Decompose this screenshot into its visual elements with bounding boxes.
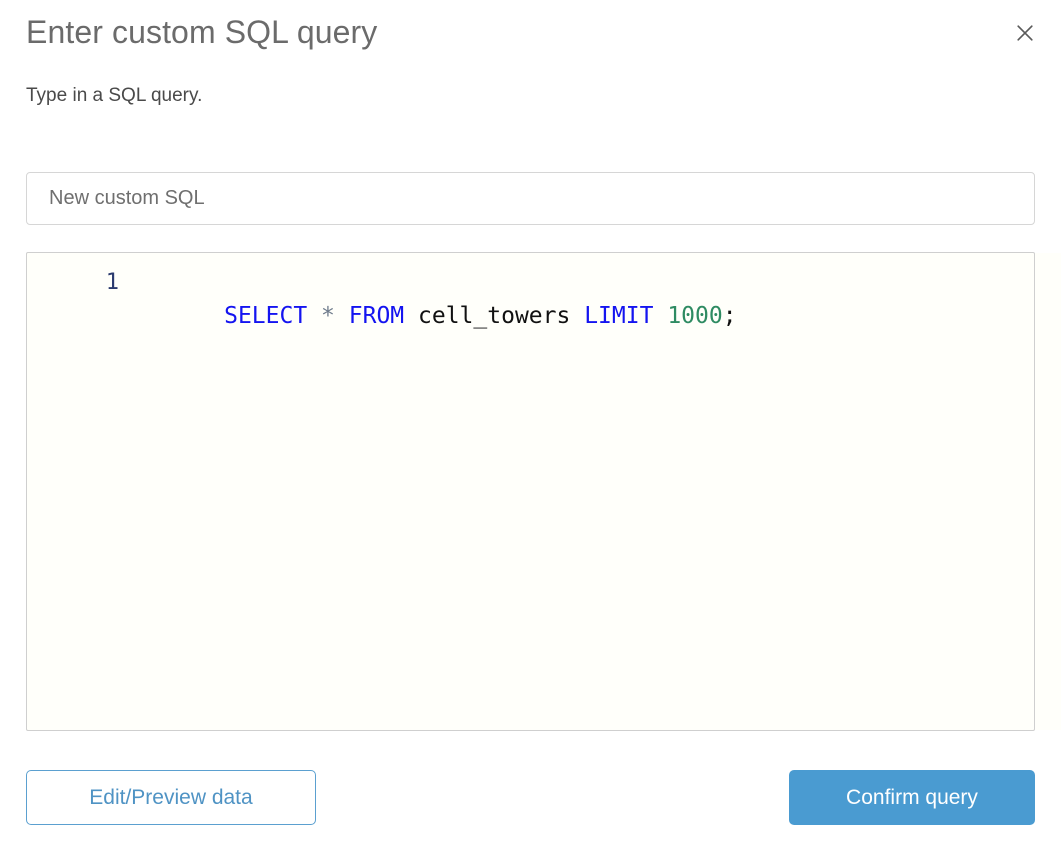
code-line: 1 SELECT * FROM cell_towers LIMIT 1000; — [27, 265, 737, 367]
sql-token-number: 1000 — [667, 303, 723, 329]
sql-editor-background-bleed — [1035, 253, 1061, 730]
sql-token-space — [653, 303, 667, 329]
query-name-input[interactable] — [26, 172, 1035, 225]
close-icon — [1015, 23, 1035, 43]
edit-preview-data-button[interactable]: Edit/Preview data — [26, 770, 316, 825]
sql-token-space — [307, 303, 321, 329]
sql-token-punctuation: ; — [722, 303, 737, 329]
code-tokens[interactable]: SELECT * FROM cell_towers LIMIT 1000; — [119, 265, 737, 367]
sql-token-star: * — [321, 303, 335, 329]
confirm-query-button[interactable]: Confirm query — [789, 770, 1035, 825]
close-button[interactable] — [1011, 19, 1039, 47]
sql-token-space — [335, 303, 349, 329]
sql-token-identifier: cell_towers — [418, 303, 571, 329]
page-title: Enter custom SQL query — [26, 14, 378, 50]
sql-editor[interactable]: 1 SELECT * FROM cell_towers LIMIT 1000; — [26, 252, 1035, 731]
line-number-gutter: 1 — [105, 270, 119, 295]
sql-token-keyword: SELECT — [224, 303, 308, 329]
sql-token-space — [570, 303, 584, 329]
sql-token-space — [404, 303, 418, 329]
sql-token-keyword: FROM — [348, 303, 405, 329]
sql-token-keyword: LIMIT — [584, 303, 654, 329]
dialog-subtitle: Type in a SQL query. — [26, 85, 203, 106]
